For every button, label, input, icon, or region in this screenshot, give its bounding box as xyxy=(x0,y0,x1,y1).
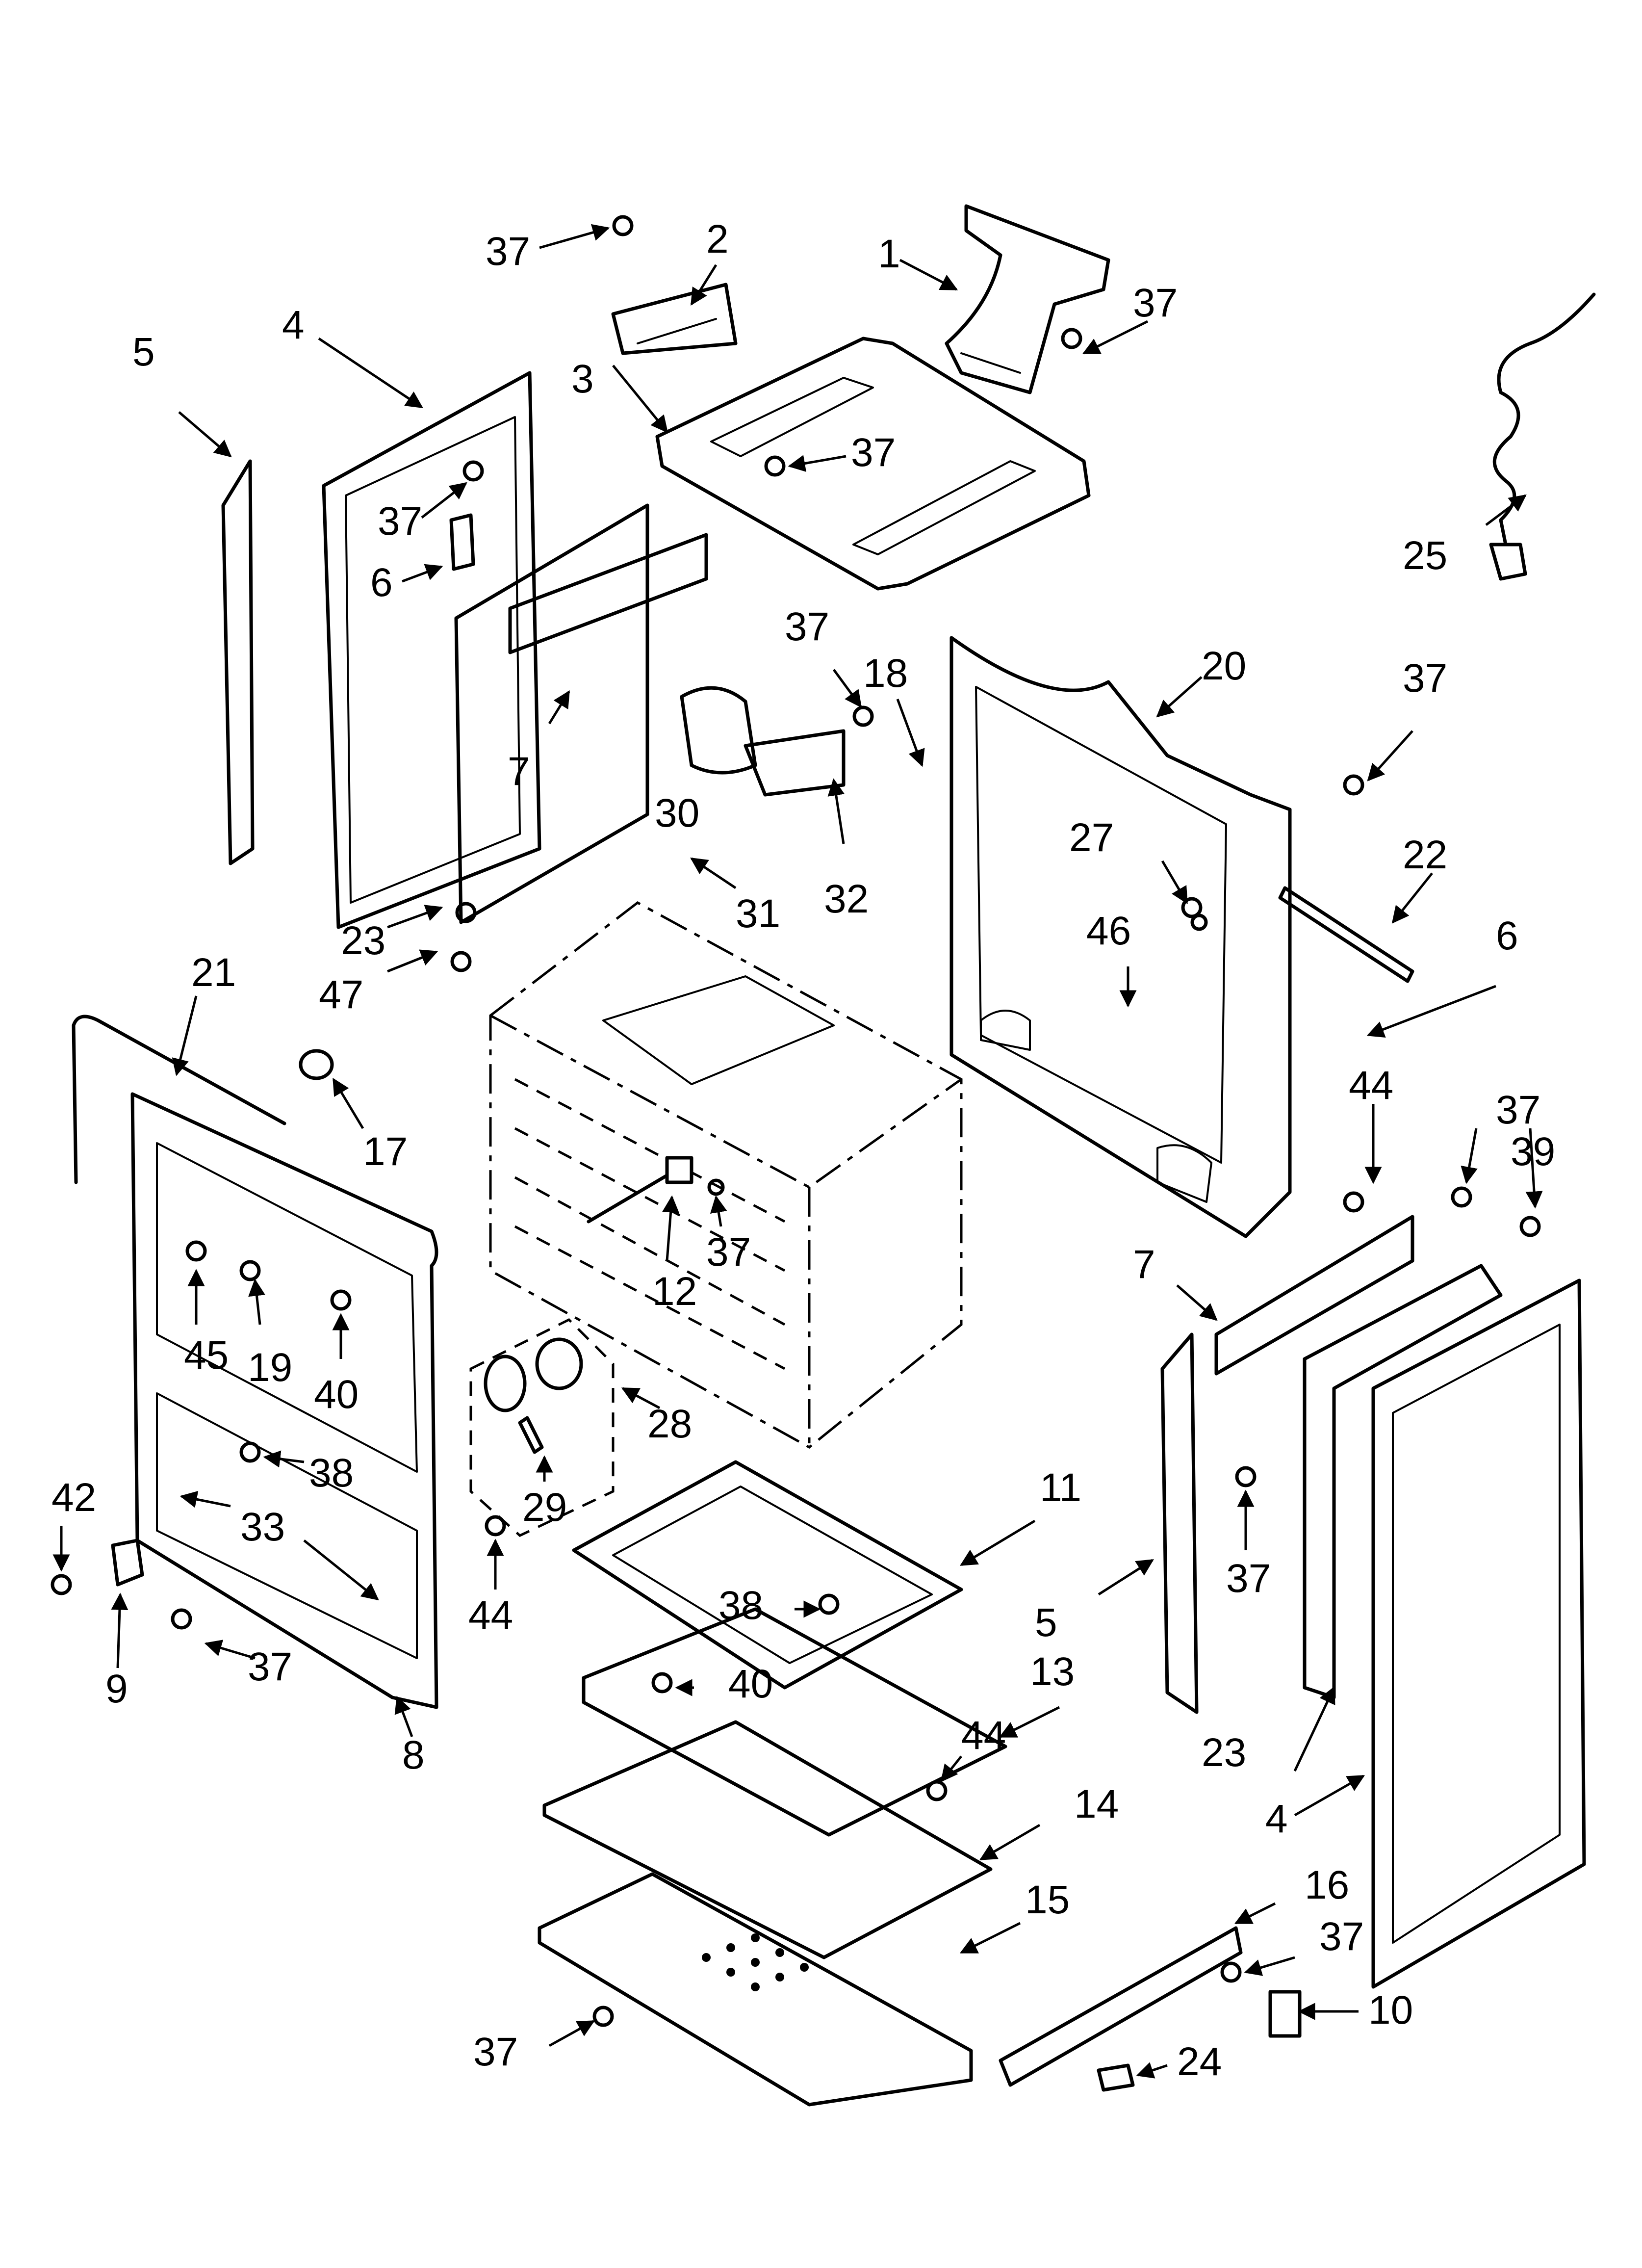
callout-37: 37 xyxy=(1319,1914,1364,1959)
callout-14: 14 xyxy=(1074,1782,1119,1826)
callout-39: 39 xyxy=(1511,1129,1555,1174)
callout-2: 2 xyxy=(706,217,729,261)
part-28-lamp-assembly xyxy=(469,1318,615,1537)
part-20-rear-panel xyxy=(949,636,1292,1238)
callout-8: 8 xyxy=(402,1733,425,1777)
part-14-drawer xyxy=(542,1720,993,1959)
callout-37: 37 xyxy=(1133,281,1178,325)
callout-29: 29 xyxy=(522,1485,567,1530)
callout-37: 37 xyxy=(785,604,829,649)
callout-38: 38 xyxy=(718,1583,763,1628)
part-5-side-trim-right xyxy=(1160,1332,1199,1714)
callout-37: 37 xyxy=(1403,656,1447,701)
callout-37: 37 xyxy=(248,1644,292,1689)
part-9-foot xyxy=(111,1538,144,1587)
callout-3: 3 xyxy=(571,357,594,401)
callout-5: 5 xyxy=(132,330,155,374)
callout-25: 25 xyxy=(1403,533,1447,578)
callout-15: 15 xyxy=(1025,1877,1070,1922)
leader-lines xyxy=(52,224,1543,2079)
part-1-vent-duct xyxy=(945,204,1110,394)
part-11-broil-pan xyxy=(572,1460,963,1690)
callout-18: 18 xyxy=(863,651,908,696)
callout-23: 23 xyxy=(341,918,385,963)
callout-labels: 37 2 1 37 4 5 3 37 37 6 25 37 18 20 37 7… xyxy=(51,217,1555,2084)
callout-44: 44 xyxy=(1349,1063,1393,1108)
part-4-side-panel-right xyxy=(1303,1264,1586,1989)
callout-7: 7 xyxy=(508,749,530,794)
part-2-bracket xyxy=(611,283,738,355)
callout-37: 37 xyxy=(486,229,530,274)
callout-30: 30 xyxy=(655,791,699,835)
callout-6: 6 xyxy=(1496,913,1518,958)
callout-47: 47 xyxy=(319,972,363,1017)
callout-37: 37 xyxy=(473,2030,518,2074)
callout-40: 40 xyxy=(728,1662,773,1706)
callout-11: 11 xyxy=(1040,1465,1081,1510)
callout-38: 38 xyxy=(309,1451,354,1495)
callout-16: 16 xyxy=(1305,1863,1349,1907)
part-17-plug xyxy=(299,1049,334,1080)
part-22-rail xyxy=(1278,886,1414,983)
callout-19: 19 xyxy=(248,1345,292,1390)
callout-13: 13 xyxy=(1030,1649,1075,1694)
callout-45: 45 xyxy=(184,1333,229,1378)
callout-10: 10 xyxy=(1368,1988,1413,2033)
screws xyxy=(51,215,1541,2027)
callout-5: 5 xyxy=(1035,1600,1057,1645)
callout-7: 7 xyxy=(1133,1242,1155,1287)
callout-17: 17 xyxy=(363,1129,408,1174)
oven-cavity xyxy=(489,901,963,1449)
part-8-front-frame xyxy=(130,1092,438,1709)
callout-6: 6 xyxy=(370,560,393,605)
part-10-leveling-leg xyxy=(1268,1990,1302,2038)
part-7-insulation-left xyxy=(454,503,708,924)
part-16-rail xyxy=(999,1926,1243,2087)
callout-33: 33 xyxy=(240,1505,285,1549)
callout-44: 44 xyxy=(468,1593,513,1638)
callout-44: 44 xyxy=(961,1713,1006,1758)
callout-1: 1 xyxy=(878,232,900,276)
part-7-insulation-right xyxy=(1214,1215,1414,1376)
part-24-clip xyxy=(1097,2063,1135,2092)
callout-46: 46 xyxy=(1086,909,1131,953)
part-13-shield xyxy=(582,1607,1007,1837)
callout-9: 9 xyxy=(105,1667,128,1711)
callout-42: 42 xyxy=(51,1475,96,1520)
callout-23: 23 xyxy=(1202,1730,1246,1775)
callout-37: 37 xyxy=(851,430,896,475)
part-3-top-panel xyxy=(655,337,1091,591)
part-32-valve-assembly xyxy=(680,686,846,797)
part-4-side-panel-left xyxy=(322,371,541,929)
callout-37: 37 xyxy=(706,1230,751,1275)
callout-20: 20 xyxy=(1202,644,1246,688)
part-5-side-trim-left xyxy=(221,459,255,865)
vent-holes xyxy=(702,1933,809,1991)
callout-21: 21 xyxy=(191,950,236,995)
callout-12: 12 xyxy=(652,1269,697,1314)
callout-22: 22 xyxy=(1403,833,1447,877)
callout-27: 27 xyxy=(1069,815,1114,860)
callout-37: 37 xyxy=(378,499,422,544)
part-25-power-cord xyxy=(1489,292,1596,581)
callout-4: 4 xyxy=(282,303,305,347)
part-21-gasket xyxy=(72,1015,286,1184)
callout-37: 37 xyxy=(1226,1556,1271,1601)
callout-37: 37 xyxy=(1496,1088,1540,1132)
callout-4: 4 xyxy=(1265,1797,1288,1841)
callout-32: 32 xyxy=(824,877,869,921)
callout-28: 28 xyxy=(647,1402,692,1446)
callout-40: 40 xyxy=(314,1372,359,1417)
part-12-sensor xyxy=(587,1156,693,1224)
part-6-clip-left xyxy=(449,513,475,571)
callout-24: 24 xyxy=(1177,2039,1222,2084)
callout-31: 31 xyxy=(736,891,780,936)
part-15-bottom-panel xyxy=(538,1872,973,2107)
